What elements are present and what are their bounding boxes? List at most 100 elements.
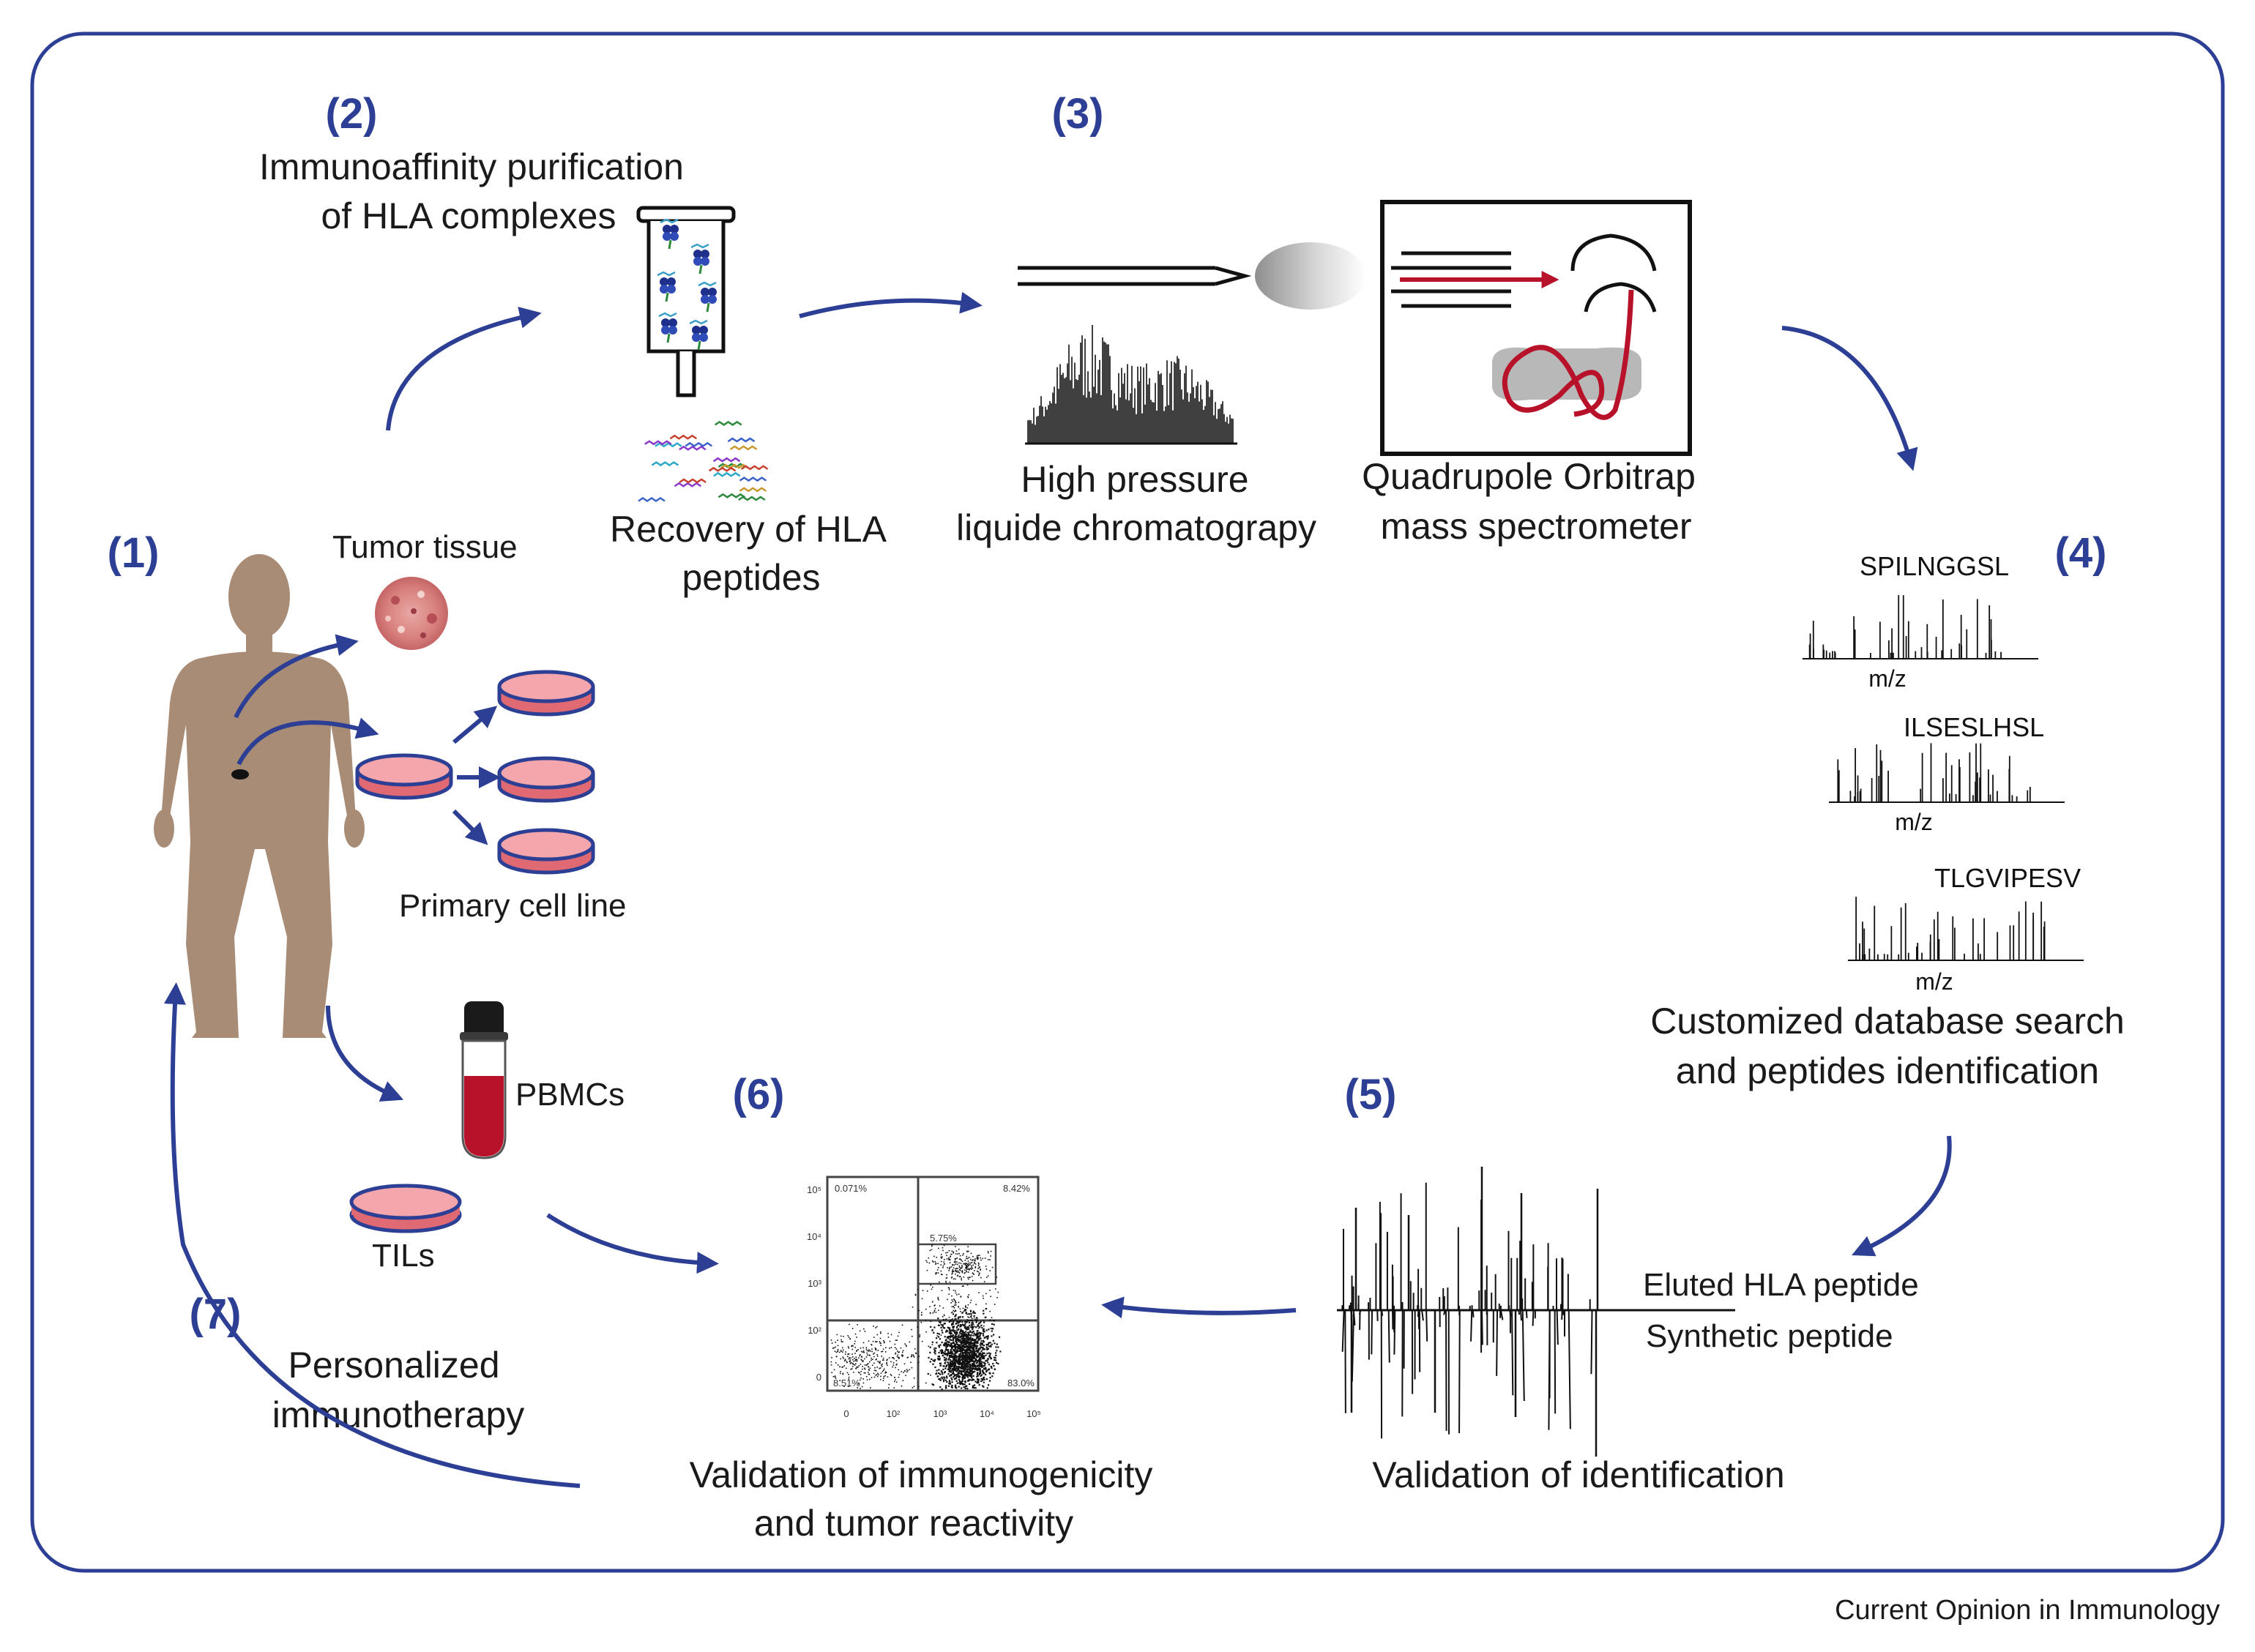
peptide-strand — [655, 444, 682, 446]
personalized-caption-line2: immunotherapy — [272, 1394, 525, 1435]
spectrum-peptide-label: SPILNGGSL — [1860, 551, 2009, 581]
peptide-strand — [679, 479, 706, 482]
flow-x-tick: 10² — [887, 1408, 901, 1419]
hplc-needle-icon — [1018, 268, 1245, 284]
peptide-strand — [731, 446, 757, 449]
peptide-strand — [718, 494, 745, 497]
peptide-strand — [685, 443, 712, 446]
personalized-caption-line1: Personalized — [288, 1345, 499, 1386]
petri-dish-icon — [499, 758, 593, 801]
ms-caption-line2: mass spectrometer — [1380, 506, 1691, 547]
peptide-strand — [638, 498, 665, 501]
recovery-caption-line2: peptides — [682, 557, 820, 598]
arrow-to-purification — [388, 315, 533, 430]
peptide-strand — [728, 438, 755, 441]
ms-spectrum: ILSESLHSL m/z — [1829, 712, 2065, 835]
peptide-strand — [714, 458, 740, 461]
hplc-caption-line2: liquide chromatograpy — [956, 507, 1316, 548]
ms-caption-line1: Quadrupole Orbitrap — [1362, 456, 1696, 497]
synthetic-peptide-label: Synthetic peptide — [1646, 1318, 1893, 1354]
pbmcs-label: PBMCs — [515, 1077, 625, 1113]
arrow-to-hplc — [800, 301, 974, 316]
step-label-6: (6) — [733, 1071, 785, 1118]
tumor-tissue-label: Tumor tissue — [332, 529, 518, 565]
spectrum-axis-label: m/z — [1915, 968, 1953, 995]
spectrum-axis-label: m/z — [1868, 665, 1906, 692]
peptide-strand — [714, 473, 740, 476]
flow-quadrant-lower-left: 8.51% — [833, 1378, 860, 1388]
step-label-5: (5) — [1345, 1071, 1397, 1118]
chromatogram-trace — [1025, 325, 1237, 444]
patient-body-icon — [154, 554, 365, 1038]
petri-dish-icon — [499, 830, 593, 872]
flow-x-tick: 10⁴ — [980, 1408, 994, 1419]
recovery-caption-line1: Recovery of HLA — [610, 509, 887, 550]
peptide-strand — [739, 478, 766, 481]
hla-peptides-icon — [638, 422, 768, 501]
spectrum-axis-label: m/z — [1895, 809, 1933, 835]
flow-x-tick: 10³ — [933, 1408, 947, 1419]
step-label-4: (4) — [2055, 529, 2107, 577]
flow-x-tick: 10⁵ — [1026, 1408, 1041, 1419]
spectrum-peptide-label: TLGVIPESV — [1934, 863, 2081, 893]
arrow-patient-to-pbmcs — [328, 1006, 395, 1096]
peptide-strand — [679, 446, 706, 449]
flow-quadrant-upper-left: 0.071% — [835, 1183, 868, 1194]
petri-dish-icon — [357, 755, 451, 798]
validation-immunogenicity-caption-line2: and tumor reactivity — [754, 1503, 1073, 1544]
step-label-3: (3) — [1052, 90, 1104, 138]
ms-spectrum: TLGVIPESV m/z — [1848, 863, 2084, 995]
purification-caption-line1: Immunoaffinity purification — [259, 146, 684, 187]
peptide-strand — [670, 436, 696, 438]
flow-y-tick: 10⁴ — [807, 1231, 821, 1242]
peptide-strand — [739, 488, 766, 491]
peptide-strand — [674, 483, 701, 486]
tils-label: TILs — [372, 1238, 435, 1274]
peptide-strand — [739, 497, 765, 500]
peptide-strand — [709, 468, 736, 471]
spectrum-peptide-label: ILSESLHSL — [1904, 712, 2044, 742]
petri-dish-icon — [499, 672, 593, 714]
arrow-to-validation-immunogenicity — [1110, 1306, 1296, 1313]
flow-quadrant-lower-right: 83.0% — [1007, 1378, 1035, 1388]
mass-spectrometer-icon — [1382, 202, 1690, 454]
tumor-site-marker — [231, 769, 249, 780]
arrow-tils-to-validation — [548, 1215, 710, 1263]
journal-footer: Current Opinion in Immunology — [1835, 1595, 2220, 1626]
peptide-strand — [742, 466, 768, 469]
flow-cytometry-plot: 0.071% 8.42% 5.75% 8.51% 83.0% 10⁵ 10⁴ 10³… — [807, 1177, 1041, 1419]
flow-x-tick: 0 — [843, 1408, 849, 1419]
arrow-to-validation-identification — [1860, 1136, 1950, 1252]
ms-spectrum: SPILNGGSL m/z — [1803, 551, 2038, 692]
validation-immunogenicity-caption-line1: Validation of immunogenicity — [690, 1454, 1153, 1495]
immunoaffinity-column-icon — [638, 208, 734, 395]
flow-y-tick: 10² — [808, 1325, 821, 1336]
purification-caption-line2: of HLA complexes — [321, 195, 616, 236]
peptide-strand — [652, 463, 678, 466]
hplc-caption-line1: High pressure — [1021, 459, 1248, 500]
tumor-tissue-icon — [375, 577, 448, 650]
flow-quadrant-upper-right: 8.42% — [1003, 1183, 1030, 1194]
step-label-1: (1) — [108, 529, 160, 577]
step-label-2: (2) — [326, 90, 378, 138]
arrow-to-database-search — [1782, 328, 1911, 463]
validation-identification-caption: Validation of identification — [1372, 1454, 1784, 1495]
eluted-peptide-label: Eluted HLA peptide — [1643, 1267, 1919, 1303]
flow-y-tick: 0 — [816, 1372, 821, 1383]
flow-y-tick: 10³ — [808, 1278, 821, 1289]
til-petri-dish-icon — [351, 1186, 460, 1231]
arrow-dish-split-down — [454, 811, 482, 839]
pbmc-blood-tube-icon — [460, 1001, 508, 1158]
db-search-caption-line2: and peptides identification — [1676, 1050, 2099, 1091]
mirror-spectrum-plot — [1337, 1167, 1735, 1457]
flow-gate-percentage: 5.75% — [930, 1233, 957, 1244]
peptide-strand — [715, 422, 742, 425]
db-search-caption-line1: Customized database search — [1650, 1001, 2125, 1042]
flow-y-tick: 10⁵ — [807, 1184, 821, 1195]
arrow-dish-split-up — [454, 711, 491, 742]
primary-cell-line-label: Primary cell line — [399, 888, 627, 924]
electrospray-plume-icon — [1255, 242, 1366, 310]
